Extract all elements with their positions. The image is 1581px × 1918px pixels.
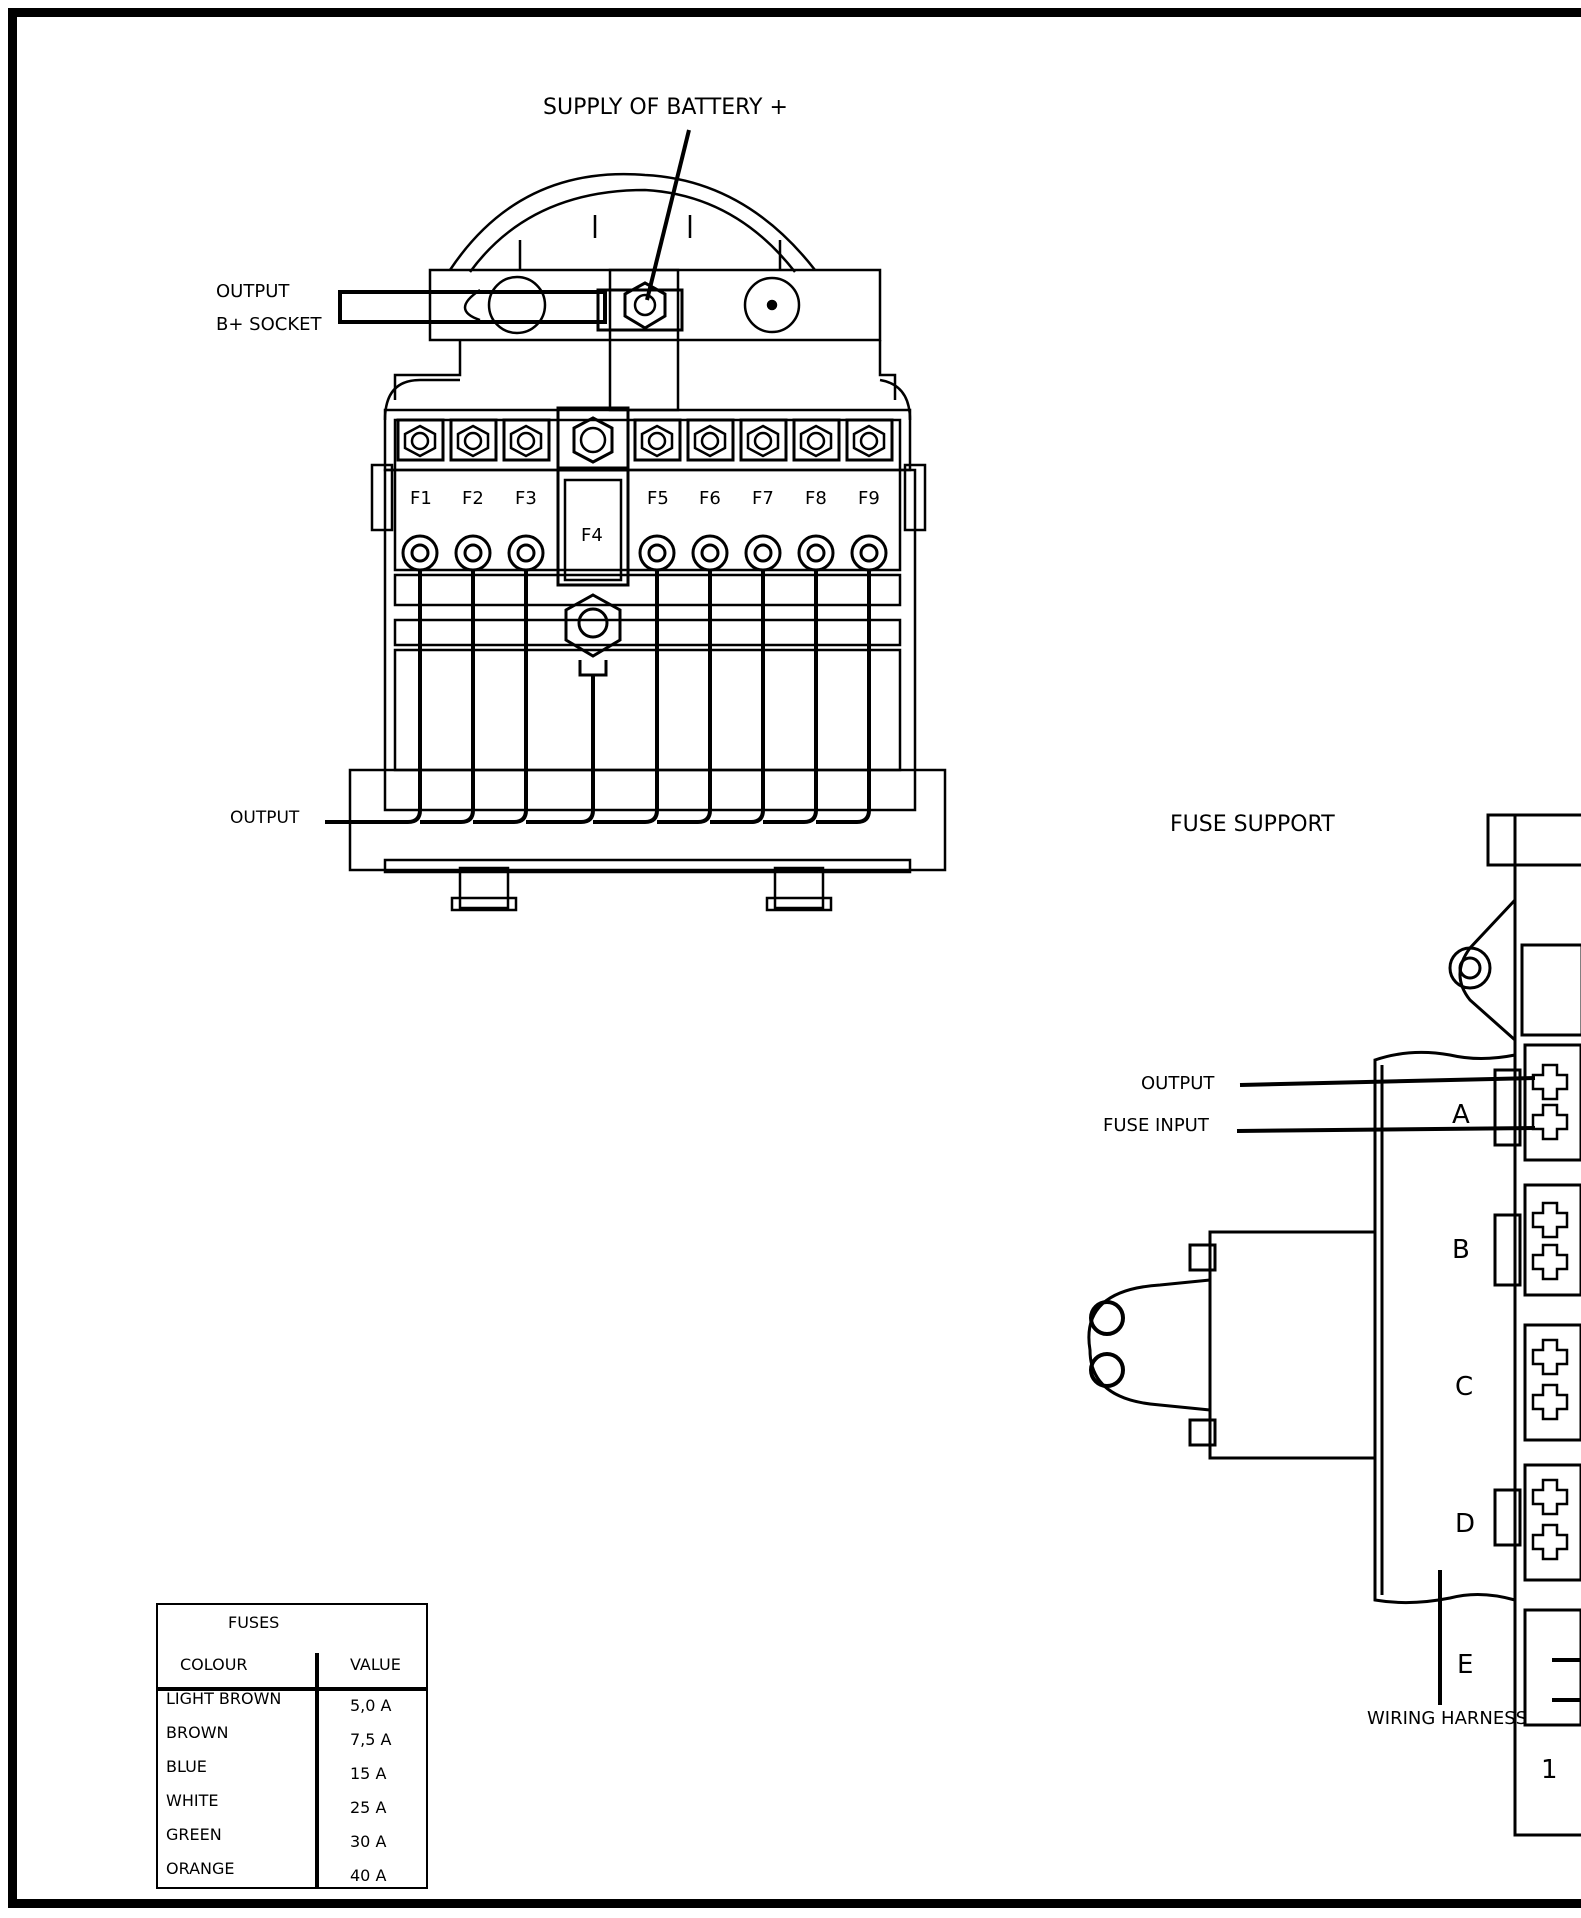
fuse-table-colour-header: COLOUR bbox=[180, 1655, 248, 1674]
fuse-table-row-value: 25 A bbox=[350, 1798, 387, 1817]
output-bottom-label: OUTPUT bbox=[230, 808, 300, 828]
section-c-label: C bbox=[1455, 1372, 1474, 1402]
fuse-table-value-header: VALUE bbox=[350, 1655, 401, 1674]
fuse-support-label: FUSE SUPPORT bbox=[1170, 812, 1335, 837]
fuse-table-row-colour: GREEN bbox=[166, 1825, 222, 1844]
section-e-label: E bbox=[1457, 1650, 1474, 1680]
supply-battery-label: SUPPLY OF BATTERY + bbox=[543, 95, 788, 120]
fuse-table-row-value: 30 A bbox=[350, 1832, 387, 1851]
fuse-f7-label: F7 bbox=[752, 488, 774, 509]
fuse-table-row-colour: BLUE bbox=[166, 1757, 207, 1776]
fuse-table-row-colour: ORANGE bbox=[166, 1859, 235, 1878]
fuse-f2-label: F2 bbox=[462, 488, 484, 509]
fuse-table-column-divider bbox=[315, 1653, 319, 1889]
output-b-socket-label-2: B+ SOCKET bbox=[216, 314, 322, 335]
fuse-f8-label: F8 bbox=[805, 488, 827, 509]
fuse-f9-label: F9 bbox=[858, 488, 880, 509]
fuse-f3-label: F3 bbox=[515, 488, 537, 509]
output-b-socket-label-1: OUTPUT bbox=[216, 281, 290, 302]
fuse-table-row-colour: WHITE bbox=[166, 1791, 219, 1810]
fuse-table-header-divider bbox=[158, 1687, 426, 1691]
fuse-table-title: FUSES bbox=[228, 1613, 280, 1632]
page-number: 1 bbox=[1541, 1755, 1558, 1785]
output-right-label: OUTPUT bbox=[1141, 1073, 1215, 1094]
fuse-table-row-colour: LIGHT BROWN bbox=[166, 1689, 282, 1708]
fuse-legend-table: FUSES COLOUR VALUE LIGHT BROWN 5,0 A BRO… bbox=[156, 1603, 428, 1889]
fuse-f4-label: F4 bbox=[581, 525, 603, 546]
wiring-harness-label: WIRING HARNESS bbox=[1367, 1708, 1528, 1729]
section-a-label: A bbox=[1452, 1100, 1470, 1130]
fuse-input-label: FUSE INPUT bbox=[1103, 1115, 1209, 1136]
fuse-table-row-colour: BROWN bbox=[166, 1723, 229, 1742]
fuse-f6-label: F6 bbox=[699, 488, 721, 509]
fuse-f1-label: F1 bbox=[410, 488, 432, 509]
section-d-label: D bbox=[1455, 1509, 1476, 1539]
fuse-f5-label: F5 bbox=[647, 488, 669, 509]
drawing-frame bbox=[8, 8, 1581, 1908]
fuse-table-row-value: 7,5 A bbox=[350, 1730, 392, 1749]
fuse-table-row-value: 5,0 A bbox=[350, 1696, 392, 1715]
fuse-table-row-value: 40 A bbox=[350, 1866, 387, 1885]
fuse-table-row-value: 15 A bbox=[350, 1764, 387, 1783]
section-b-label: B bbox=[1452, 1235, 1470, 1265]
